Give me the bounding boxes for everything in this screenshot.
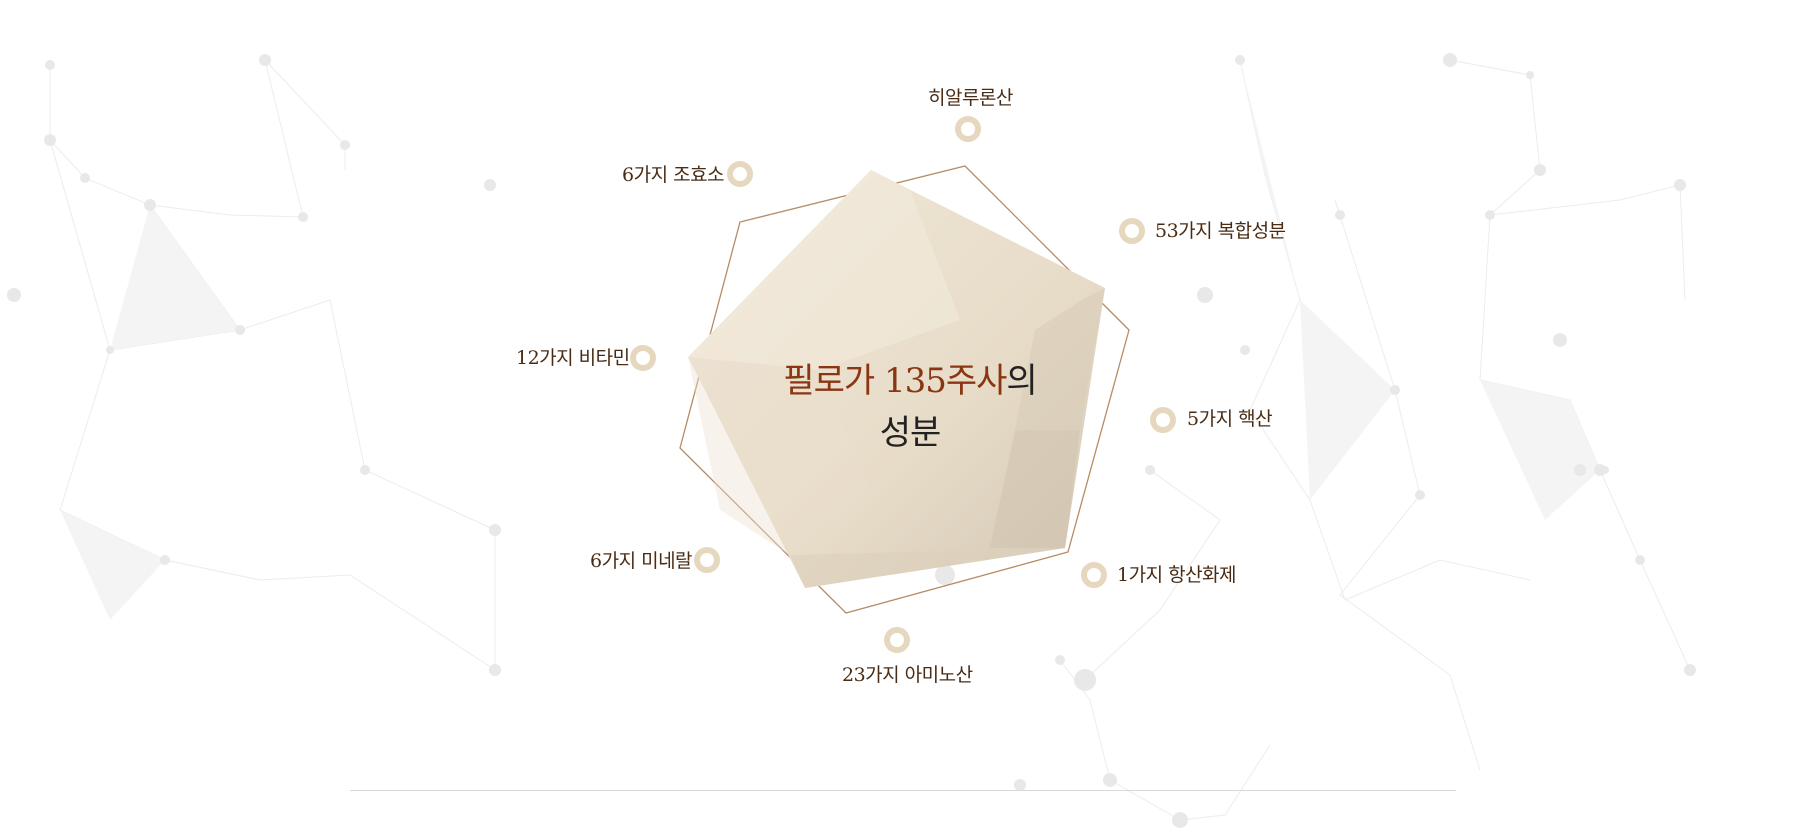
ingredient-label: 53가지 복합성분 [1155,220,1286,242]
ingredient-label: 23가지 아미노산 [842,664,973,686]
ring-marker-icon [1150,407,1176,433]
pentagon-facets [688,170,1105,588]
ingredient-label: 6가지 조효소 [622,164,725,186]
diagram-title: 필로가 135주사의 성분 [780,355,1040,459]
title-line2: 성분 [879,413,942,453]
section-divider [350,790,1456,791]
outline-pentagon [679,165,1130,614]
ring-marker-icon [955,116,981,142]
ring-marker-icon [630,345,656,371]
ring-marker-icon [884,627,910,653]
ingredient-label: 5가지 핵산 [1187,408,1273,430]
ring-marker-icon [694,547,720,573]
title-suffix: 의 [1006,361,1037,401]
ingredient-label: 1가지 항산화제 [1117,564,1237,586]
ring-marker-icon [1081,562,1107,588]
ingredient-label: 6가지 미네랄 [590,550,693,572]
ring-marker-icon [727,161,753,187]
ring-marker-icon [1119,218,1145,244]
ingredient-label: 12가지 비타민 [516,347,630,369]
ingredient-label: 히알루론산 [928,87,1013,109]
title-accent: 필로가 135주사 [783,361,1007,401]
